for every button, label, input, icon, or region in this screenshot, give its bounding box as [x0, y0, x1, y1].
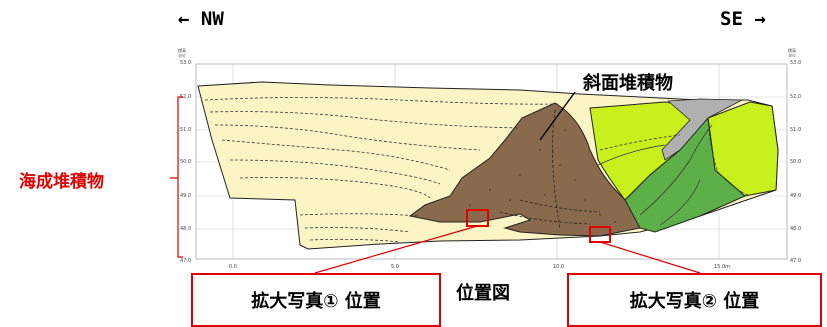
elev-tick-left: 53.0 — [180, 60, 192, 66]
elev-tick-right: 47.0 — [790, 258, 802, 264]
gray-wedge — [661, 98, 744, 161]
elev-tick-right: 50.0 — [790, 159, 802, 165]
photo1-callout-text: 拡大写真① 位置 — [251, 291, 381, 312]
distance-tick: 0.0 — [229, 264, 237, 270]
lime-dashed — [707, 117, 749, 196]
elevation-axis-title-right: 標高 (m) — [788, 48, 796, 58]
elev-tick-left: 52.0 — [180, 94, 192, 100]
elev-tick-left: 48.0 — [180, 226, 192, 232]
photo1-callout: 拡大写真① 位置 — [191, 273, 441, 327]
marine-bedding-lines — [204, 97, 681, 243]
photo2-callout-text: 拡大写真② 位置 — [629, 291, 760, 312]
elev-tick-right: 48.0 — [790, 226, 802, 232]
photo1-leader — [314, 225, 478, 274]
distance-tick: 5.0 — [391, 264, 399, 270]
bedrock-lines — [597, 124, 713, 226]
elev-tick-left: 50.0 — [180, 159, 192, 165]
slope-speckles — [469, 129, 616, 223]
plot-frame — [195, 63, 788, 260]
photo2-callout: 拡大写真② 位置 — [567, 273, 822, 327]
elev-tick-right: 52.0 — [790, 94, 802, 100]
elev-tick-right: 49.0 — [790, 193, 802, 199]
nw-direction: ← NW — [178, 8, 224, 30]
se-direction: SE → — [720, 8, 766, 30]
marine-deposit-label: 海成堆積物 — [19, 172, 104, 192]
slope-deposit-label: 斜面堆積物 — [583, 73, 673, 94]
slope-label-leader — [539, 91, 576, 141]
elev-tick-left: 51.0 — [180, 127, 192, 133]
photo2-leader — [599, 241, 701, 274]
photo1-marker — [466, 209, 489, 227]
elev-tick-left: 49.0 — [180, 193, 192, 199]
elev-tick-right: 51.0 — [790, 127, 802, 133]
elevation-axis-title-left: 標高 (m) — [178, 48, 186, 58]
distance-tick: 15.0m — [714, 264, 731, 270]
distance-tick: 10.0 — [553, 264, 565, 270]
location-map-label: 位置図 — [456, 283, 510, 304]
green-layer — [624, 116, 746, 233]
marine-bracket — [170, 96, 183, 258]
elev-tick-right: 53.0 — [790, 60, 802, 66]
elev-tick-left: 47.0 — [180, 258, 192, 264]
